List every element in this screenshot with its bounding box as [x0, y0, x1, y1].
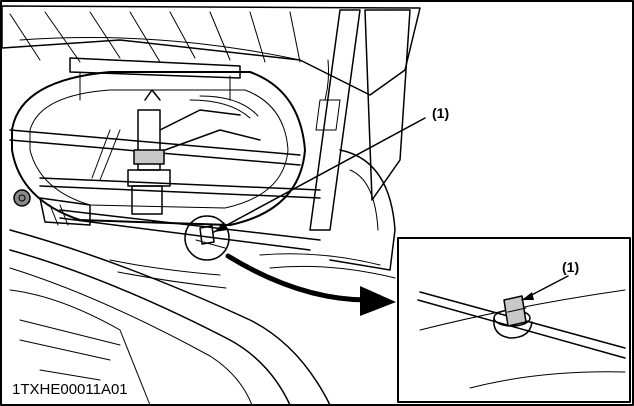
detail-circle	[184, 215, 230, 261]
magnify-arrow	[225, 253, 396, 316]
leader-arrowhead-detail	[522, 292, 534, 300]
leader-line-main	[213, 117, 426, 233]
figure-id-label: 1TXHE00011A01	[12, 381, 128, 398]
callout-label-main: (1)	[432, 105, 449, 121]
callout-label-detail: (1)	[562, 259, 579, 275]
leader-arrowhead-main	[214, 222, 228, 232]
detail-inset	[397, 237, 631, 403]
main-view	[1, 5, 426, 406]
